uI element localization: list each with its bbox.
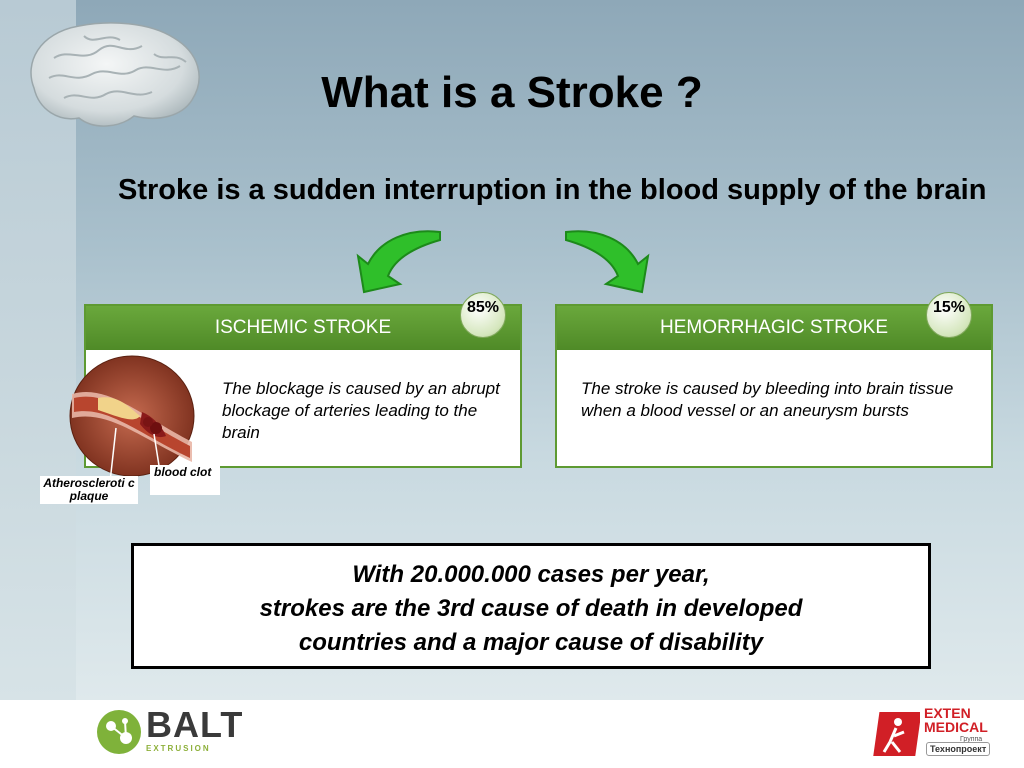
ischemic-description: The blockage is caused by an abrupt bloc…: [222, 379, 500, 442]
hemorrhagic-description: The stroke is caused by bleeding into br…: [581, 379, 954, 420]
plaque-label: Atheroscleroti c plaque: [40, 476, 138, 504]
slide-title: What is a Stroke ?: [321, 68, 703, 117]
statistic-line-1: With 20.000.000 cases per year,: [352, 561, 710, 588]
curved-arrow-left-icon: [356, 230, 441, 294]
ischemic-percent-badge: 85%: [460, 292, 506, 338]
balt-logo-icon: [97, 710, 141, 754]
balt-logo-text: BALT: [146, 704, 244, 745]
exten-text-line-2: MEDICAL: [924, 719, 988, 735]
statistic-line-3: countries and a major cause of disabilit…: [298, 629, 764, 656]
exten-medical-logo-icon: [873, 712, 920, 756]
exten-text-line-1: EXTEN: [924, 705, 971, 721]
hemorrhagic-stroke-box: HEMORRHAGIC STROKE The stroke is caused …: [555, 304, 993, 468]
hemorrhagic-percent-badge: 15%: [926, 292, 972, 338]
ischemic-stroke-heading: ISCHEMIC STROKE: [86, 306, 520, 350]
artery-cross-section-image: [69, 355, 195, 478]
exten-group-label: Группа: [960, 736, 983, 743]
brain-image: [30, 22, 200, 127]
hemorrhagic-stroke-heading: HEMORRHAGIC STROKE: [557, 306, 991, 350]
exten-medical-logo-text: EXTEN MEDICAL: [924, 706, 1004, 734]
blood-clot-label: blood clot: [150, 465, 220, 495]
curved-arrow-right-icon: [565, 230, 650, 294]
statistic-box: With 20.000.000 cases per year, strokes …: [131, 543, 931, 669]
footer-bar: [0, 700, 1024, 768]
slide-subtitle: Stroke is a sudden interruption in the b…: [118, 174, 987, 206]
exten-subtitle: Технопроект: [926, 742, 991, 756]
balt-logo-subtitle: EXTRUSION: [146, 744, 211, 753]
statistic-line-2: strokes are the 3rd cause of death in de…: [259, 595, 803, 622]
